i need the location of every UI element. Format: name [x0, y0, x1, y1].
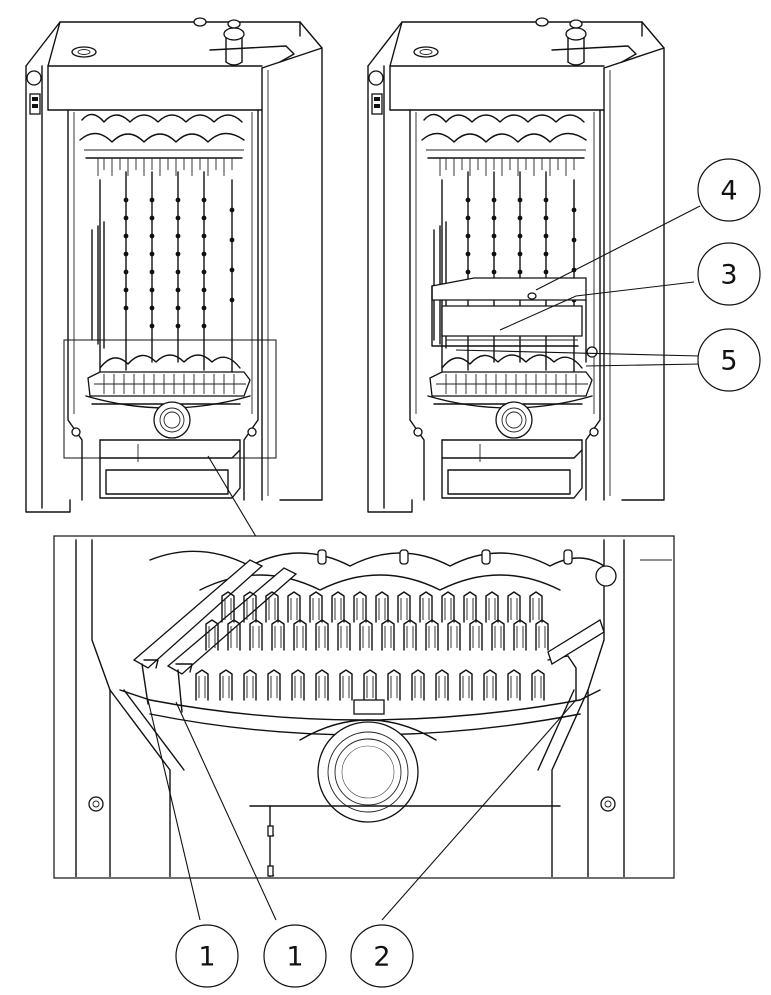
leader-5b: [585, 363, 701, 367]
callout-5-label: 5: [720, 346, 737, 377]
callout-4-label: 4: [720, 176, 737, 207]
leader-4: [535, 205, 701, 291]
leader-1a: [147, 699, 201, 921]
callout-3-label: 3: [720, 260, 737, 291]
callout-2: 2: [350, 924, 414, 988]
callout-3: 3: [697, 242, 761, 306]
callout-1b-label: 1: [286, 942, 303, 973]
callout-2-label: 2: [373, 942, 390, 973]
leader-3: [499, 281, 695, 331]
detail-enlarged-view: [53, 535, 675, 879]
leader-2: [381, 699, 577, 921]
callout-1b: 1: [263, 924, 327, 988]
leader-1b: [175, 701, 277, 921]
callout-1a-label: 1: [198, 942, 215, 973]
boiler-view-right: [367, 17, 665, 513]
detail-window-frame: [63, 339, 277, 459]
callout-5: 5: [697, 328, 761, 392]
callout-1a: 1: [175, 924, 239, 988]
detail-connector-line: [207, 455, 259, 541]
callout-4: 4: [697, 158, 761, 222]
boiler-view-left: [25, 17, 323, 513]
leader-5a: [455, 349, 701, 357]
